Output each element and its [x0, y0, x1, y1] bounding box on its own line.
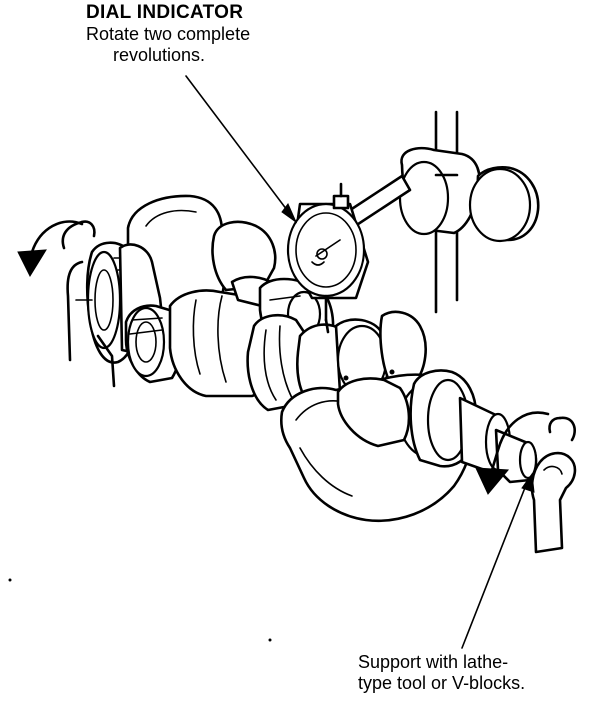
indicator-stand [336, 110, 540, 314]
support-callout-leader [461, 472, 535, 649]
dial-indicator-instruction-line-1: Rotate two complete [86, 24, 251, 44]
support-instruction-line-1: Support with lathe- [358, 652, 509, 672]
rotation-arrow-right [475, 411, 550, 495]
rotation-arrow-left [17, 220, 84, 278]
dial-indicator-gauge [286, 182, 370, 334]
support-instruction-line-2: type tool or V-blocks. [358, 673, 526, 693]
right-v-block [530, 416, 577, 554]
support-callout: Support with lathe- type tool or V-block… [358, 652, 588, 694]
crankshaft-body [124, 275, 427, 412]
left-v-block [61, 220, 116, 388]
dial-callout-leader [185, 75, 298, 224]
dial-indicator-instruction-line-2: revolutions. [113, 45, 206, 65]
dial-indicator-title: DIAL INDICATOR [86, 2, 244, 23]
dial-indicator-callout: DIAL INDICATOR Rotate two complete revol… [86, 2, 346, 66]
